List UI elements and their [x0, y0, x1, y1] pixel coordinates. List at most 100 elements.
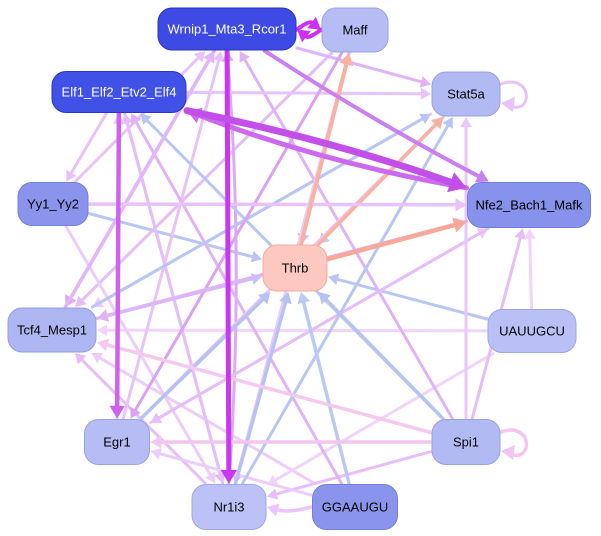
node-nr1i3[interactable]: Nr1i3	[191, 484, 267, 530]
edge-wrnip1-to-stat5a	[295, 46, 431, 88]
arrowhead	[212, 51, 225, 63]
node-shape[interactable]	[51, 71, 187, 113]
node-shape[interactable]	[157, 7, 297, 51]
arrowhead	[419, 76, 431, 88]
arrowhead	[455, 198, 467, 212]
arrowhead	[431, 117, 444, 130]
arrowhead	[523, 228, 536, 239]
edge-ggaaugu-to-nr1i3	[267, 503, 314, 517]
node-label: Stat5a	[447, 87, 485, 102]
arrowhead	[452, 217, 467, 233]
node-label: Yy1_Yy2	[27, 197, 79, 212]
node-label: Egr1	[103, 435, 130, 450]
edge-yy1-to-nfe2	[87, 198, 467, 212]
arrowhead	[307, 16, 321, 30]
node-ggaaugu[interactable]: GGAAUGU	[312, 484, 398, 530]
arrowhead	[501, 97, 515, 112]
arrowhead	[75, 353, 87, 365]
node-shape[interactable]	[84, 419, 150, 465]
node-label: GGAAUGU	[322, 500, 388, 515]
arrowhead	[150, 435, 162, 449]
arrowhead	[130, 406, 141, 419]
node-egr1[interactable]: Egr1	[84, 419, 150, 465]
edge-egr1-to-wrnip1	[121, 51, 225, 420]
edge-elf1-to-nfe2	[183, 107, 467, 193]
arrowhead	[91, 353, 104, 364]
edge-spi1-to-thrb	[318, 292, 445, 421]
arrowhead	[318, 292, 331, 305]
edge-tcf4-to-stat5a	[90, 113, 431, 309]
self-loop-spi1	[496, 428, 529, 460]
edge-spi1-to-stat5a	[460, 117, 472, 420]
edge-elf1-to-egr1	[109, 111, 125, 419]
node-nfe2[interactable]: Nfe2_Bach1_Mafk	[467, 182, 591, 228]
arrowhead	[220, 470, 238, 484]
node-yy1[interactable]: Yy1_Yy2	[17, 182, 89, 226]
arrowhead	[447, 172, 467, 193]
node-thrb[interactable]: Thrb	[262, 244, 328, 292]
edge-thrb-to-maff	[299, 53, 354, 246]
arrowhead	[258, 292, 271, 305]
edge-maff-to-egr1	[130, 51, 344, 419]
edge-yy1-to-wrnip1	[73, 51, 206, 183]
node-shape[interactable]	[17, 182, 89, 226]
node-label: Maff	[342, 23, 367, 38]
node-elf1[interactable]: Elf1_Elf2_Etv2_Elf4	[51, 71, 187, 113]
node-stat5a[interactable]: Stat5a	[431, 71, 501, 117]
node-shape[interactable]	[467, 182, 591, 228]
edge-spi1-to-tcf4	[97, 338, 433, 435]
node-wrnip1[interactable]: Wrnip1_Mta3_Rcor1	[157, 7, 297, 51]
arrowhead	[121, 113, 133, 125]
node-shape[interactable]	[431, 419, 501, 465]
node-spi1[interactable]: Spi1	[431, 419, 501, 465]
edge-wrnip1-to-nr1i3	[220, 48, 238, 484]
edge-ggaaugu-to-elf1	[131, 113, 344, 485]
node-maff[interactable]: Maff	[321, 7, 389, 53]
arrowhead	[297, 29, 311, 43]
node-shape[interactable]	[487, 309, 577, 353]
arrowhead	[97, 324, 108, 337]
arrowhead	[109, 405, 125, 419]
arrowhead	[250, 250, 262, 263]
arrowhead	[460, 117, 472, 128]
node-label: Nr1i3	[213, 500, 244, 515]
node-shape[interactable]	[262, 244, 328, 292]
arrowhead	[150, 412, 163, 423]
edge-uauugcu-to-thrb	[328, 273, 489, 321]
arrowhead	[75, 295, 87, 307]
arrowhead	[501, 445, 515, 460]
node-shape[interactable]	[191, 484, 267, 530]
node-tcf4[interactable]: Tcf4_Mesp1	[7, 307, 97, 353]
node-shape[interactable]	[431, 71, 501, 117]
arrowhead	[297, 292, 310, 305]
edge-elf1-to-yy1	[66, 112, 108, 182]
edge-nr1i3-to-tcf4	[75, 353, 207, 485]
arrowhead	[239, 51, 250, 63]
arrowhead	[267, 503, 280, 517]
node-shape[interactable]	[321, 7, 389, 53]
node-shape[interactable]	[312, 484, 398, 530]
edge-spi1-to-egr1	[150, 435, 433, 449]
node-label: Thrb	[282, 261, 309, 276]
edge-ggaaugu-to-thrb	[297, 292, 351, 486]
node-uauugcu[interactable]: UAUUGCU	[487, 309, 577, 353]
edge-elf1-to-stat5a	[185, 87, 431, 100]
arrowhead	[97, 309, 110, 322]
arrowhead	[205, 471, 216, 484]
arrowhead	[131, 113, 142, 126]
edge-uauugcu-to-nfe2	[523, 228, 536, 310]
arrowhead	[140, 113, 152, 125]
arrowhead	[328, 273, 340, 286]
node-shape[interactable]	[7, 307, 97, 353]
arrowhead	[267, 488, 279, 500]
node-label: Wrnip1_Mta3_Rcor1	[168, 22, 287, 37]
edge-egr1-to-thrb	[139, 292, 271, 421]
edge-uauugcu-to-tcf4	[97, 324, 489, 337]
edge-wrnip1-to-nfe2	[262, 49, 489, 183]
edge-thrb-to-stat5a	[316, 117, 444, 246]
node-label: Elf1_Elf2_Etv2_Elf4	[62, 85, 177, 100]
node-label: Spi1	[453, 435, 479, 450]
edge-wrnip1-to-maff	[295, 16, 321, 32]
